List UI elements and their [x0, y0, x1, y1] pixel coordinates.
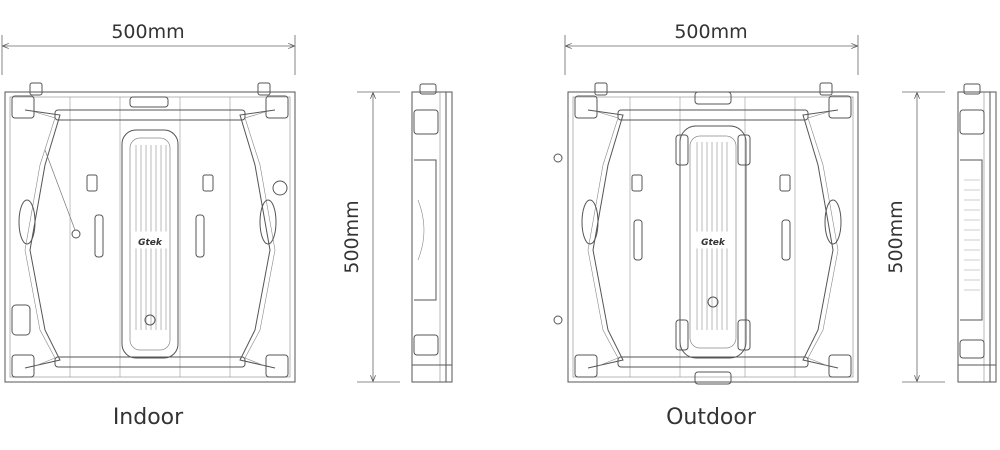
outdoor-width-dimension: [564, 35, 859, 75]
indoor-side-view: [411, 83, 453, 383]
outdoor-front-view: [553, 82, 859, 385]
indoor-height-label: 500mm: [341, 200, 363, 273]
indoor-caption: Indoor: [113, 405, 184, 430]
indoor-width-label: 500mm: [111, 21, 184, 43]
indoor-width-dimension: [1, 35, 296, 75]
outdoor-caption: Outdoor: [666, 405, 757, 430]
indoor-drawing: 500mm: [1, 21, 453, 430]
outdoor-logo: Gtek: [701, 238, 726, 248]
outdoor-drawing: 500mm: [553, 21, 997, 430]
outdoor-side-view: [957, 83, 997, 383]
indoor-logo: Gtek: [138, 238, 163, 248]
indoor-front-view: [4, 82, 296, 383]
outdoor-width-label: 500mm: [674, 21, 747, 43]
outdoor-height-label: 500mm: [885, 200, 907, 273]
indoor-height-dimension: [357, 91, 400, 383]
outdoor-height-dimension: [902, 91, 945, 383]
